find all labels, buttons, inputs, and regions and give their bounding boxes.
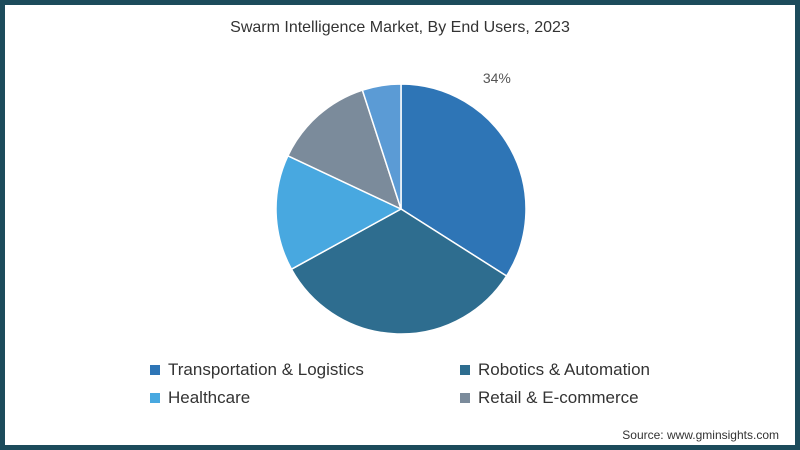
legend-label: Robotics & Automation bbox=[478, 360, 650, 379]
legend-swatch bbox=[150, 365, 160, 375]
legend-item: Retail & E-commerce bbox=[460, 388, 710, 408]
legend-label: Transportation & Logistics bbox=[168, 360, 364, 379]
chart-title: Swarm Intelligence Market, By End Users,… bbox=[230, 19, 570, 36]
legend-label: Healthcare bbox=[168, 388, 251, 407]
legend-swatch bbox=[150, 393, 160, 403]
legend-swatch bbox=[460, 393, 470, 403]
legend-swatch bbox=[460, 365, 470, 375]
legend-item: Healthcare bbox=[150, 388, 460, 408]
legend: Transportation & Logistics Robotics & Aut… bbox=[150, 360, 710, 408]
data-label-0: 34% bbox=[483, 70, 511, 86]
pie-slice-3 bbox=[286, 89, 403, 211]
pie-slice-4 bbox=[361, 83, 402, 210]
legend-item: Robotics & Automation bbox=[460, 360, 710, 380]
legend-label: Retail & E-commerce bbox=[478, 388, 639, 407]
source-note: Source: www.gminsights.com bbox=[622, 428, 779, 442]
legend-item: Transportation & Logistics bbox=[150, 360, 460, 380]
pie-chart: 34% bbox=[275, 70, 527, 335]
pie-slice-2 bbox=[275, 154, 403, 271]
